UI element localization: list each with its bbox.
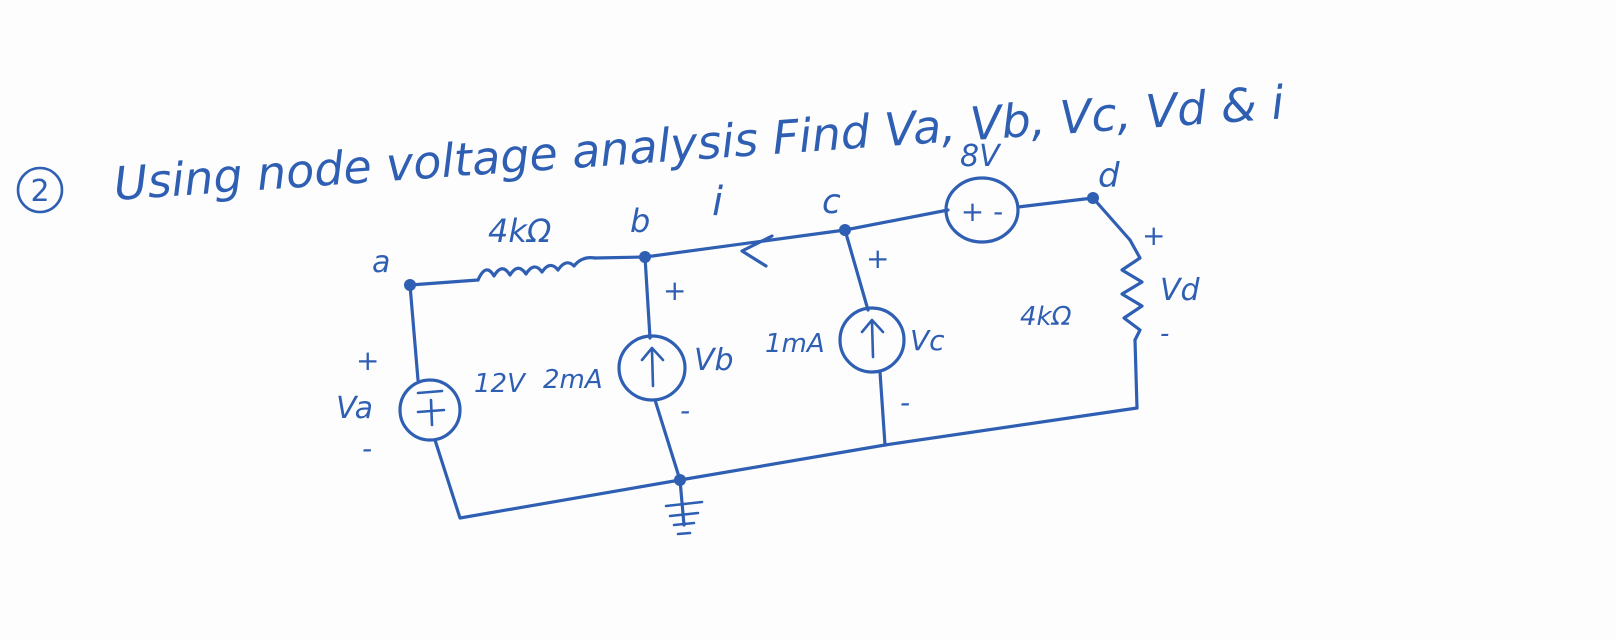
resistor-d: 4kΩ	[1020, 238, 1144, 342]
ground-lead	[678, 478, 686, 527]
source-1ma-arrow-icon	[860, 318, 885, 359]
source-2ma-arrow-icon	[640, 346, 665, 388]
node-b-label: b	[630, 202, 650, 240]
source-8v-circle	[944, 176, 1020, 244]
resistor-d-label: 4kΩ	[1020, 302, 1072, 332]
source-12v-circle	[398, 378, 462, 442]
voltage-markers: + Va - + Vb - + Vc - + Vd -	[336, 219, 1201, 465]
node-d-dot	[1087, 192, 1099, 204]
ground-symbol-icon	[664, 500, 704, 536]
node-d-label: d	[1098, 156, 1120, 196]
vc-label: Vc	[910, 324, 945, 357]
va-plus: +	[356, 344, 379, 377]
source-12v-plus-sign	[416, 398, 446, 427]
source-12v-label: 12V	[474, 369, 527, 399]
node-b-dot	[639, 251, 651, 263]
wire-c-to-8v	[843, 208, 950, 232]
wire-c-down	[843, 228, 870, 312]
vb-label: Vb	[694, 343, 734, 378]
resistor-ab-zigzag	[476, 256, 597, 282]
current-i-label: i	[712, 179, 723, 225]
node-a-label: a	[372, 245, 390, 280]
wire-bottom-left	[433, 438, 682, 520]
wire-8v-to-d	[1016, 196, 1095, 209]
wire-2ma-down	[653, 398, 682, 482]
wire-1ma-down	[878, 370, 887, 447]
source-12v: 12V	[398, 369, 527, 442]
problem-number: 2	[30, 174, 49, 209]
wire-bottom-middle	[678, 443, 887, 482]
source-8v: + - 8V	[944, 139, 1020, 244]
wires	[408, 196, 1139, 520]
node-a-dot	[404, 279, 416, 291]
node-ground-dot	[674, 474, 686, 486]
va-label: Va	[336, 391, 373, 426]
node-c-dot	[839, 224, 851, 236]
vc-plus: +	[866, 242, 889, 275]
source-1ma-label: 1mA	[765, 329, 825, 359]
wire-a-down	[408, 283, 420, 382]
wire-a-to-resistor	[408, 278, 480, 287]
resistor-ab: 4kΩ	[476, 212, 597, 282]
resistor-d-zigzag	[1120, 238, 1144, 342]
resistor-ab-label: 4kΩ	[488, 212, 552, 250]
wire-bottom-right	[883, 406, 1139, 447]
source-8v-polarity: + -	[961, 195, 1003, 228]
va-minus: -	[362, 432, 372, 465]
wire-right-resistor-down	[1133, 338, 1139, 410]
source-1ma: 1mA	[765, 306, 906, 374]
ground-icon	[664, 478, 704, 536]
vd-label: Vd	[1160, 273, 1201, 308]
nodes: a b c d	[372, 156, 1120, 486]
problem-header: 2 Using node voltage analysis Find Va, V…	[16, 75, 1286, 214]
vb-minus: -	[680, 394, 690, 427]
problem-number-circle	[16, 166, 64, 214]
current-i: i	[712, 179, 774, 268]
vd-minus: -	[1160, 319, 1169, 349]
wire-d-to-resistor	[1091, 196, 1132, 242]
current-arrow-icon	[740, 234, 774, 268]
vd-plus: +	[1142, 219, 1165, 252]
wire-b-to-c	[643, 228, 847, 259]
source-2ma-circle	[617, 334, 687, 402]
vb-plus: +	[663, 274, 686, 307]
source-2ma-label: 2mA	[543, 365, 603, 395]
source-2ma: 2mA	[543, 334, 687, 402]
vc-minus: -	[900, 386, 910, 419]
source-12v-minus-sign	[416, 389, 444, 395]
node-c-label: c	[822, 182, 841, 222]
source-8v-label: 8V	[960, 139, 1002, 174]
source-1ma-circle	[838, 306, 906, 374]
wire-b-down	[643, 255, 652, 340]
wire-resistor-to-b	[593, 255, 647, 260]
